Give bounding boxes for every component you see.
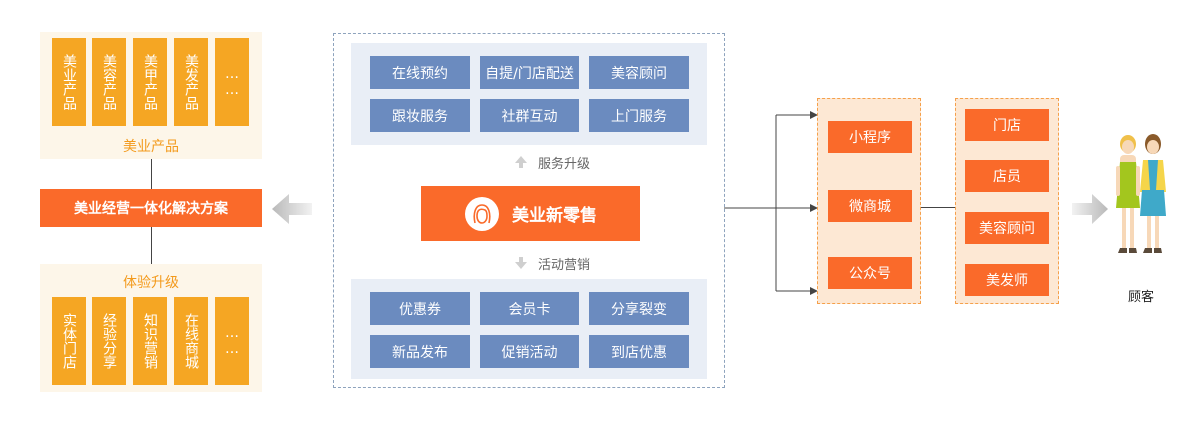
marketing-coupon: 优惠券 [370, 292, 470, 325]
upgrade-hint-label: 服务升级 [538, 156, 591, 172]
channels-touchpoints-connector [921, 207, 956, 208]
channel-mini-program: 小程序 [828, 121, 912, 153]
arrow-left-icon [272, 194, 312, 224]
channel-micro-mall: 微商城 [828, 190, 912, 222]
touchpoint-consultant: 美容顾问 [965, 212, 1049, 244]
connector-top [151, 159, 152, 189]
arrow-right-icon [1072, 194, 1108, 224]
product-tile-beauty: 美业产品 [52, 38, 86, 126]
woman-avatar-icon [465, 196, 499, 231]
product-tile-more: …… [215, 38, 249, 126]
arrow-up-icon [515, 156, 527, 168]
upgrade-hint: 服务升级 [514, 152, 590, 172]
marketing-store-discount: 到店优惠 [589, 335, 689, 368]
connector-bottom [151, 227, 152, 264]
service-online-booking: 在线预约 [370, 56, 470, 89]
experience-tile-more: …… [215, 297, 249, 385]
arrow-down-icon [515, 257, 527, 269]
customer-label: 顾客 [1127, 290, 1154, 305]
service-beauty-consultant: 美容顾问 [589, 56, 689, 89]
experience-tile-share: 经验分享 [92, 297, 126, 385]
marketing-share: 分享裂变 [589, 292, 689, 325]
touchpoint-clerk: 店员 [965, 160, 1049, 192]
solution-bar: 美业经营一体化解决方案 [40, 189, 262, 227]
product-tile-nail: 美甲产品 [133, 38, 167, 126]
experience-tile-knowledge: 知识营销 [133, 297, 167, 385]
customers-icon [1116, 134, 1166, 253]
marketing-hint: 活动营销 [514, 253, 590, 273]
brand-bar: 美业新零售 [421, 186, 640, 241]
new-retail-frame [333, 33, 725, 388]
channel-official-account: 公众号 [828, 257, 912, 289]
marketing-member-card: 会员卡 [480, 292, 579, 325]
service-pickup-delivery: 自提/门店配送 [480, 56, 579, 89]
products-caption: 美业产品 [123, 139, 179, 155]
service-makeup: 跟妆服务 [370, 99, 470, 132]
marketing-hint-label: 活动营销 [538, 257, 591, 273]
service-community: 社群互动 [480, 99, 579, 132]
product-tile-hair: 美发产品 [174, 38, 208, 126]
marketing-promotion: 促销活动 [480, 335, 579, 368]
experience-caption: 体验升级 [123, 275, 179, 291]
marketing-new-product: 新品发布 [370, 335, 470, 368]
experience-tile-store: 实体门店 [52, 297, 86, 385]
touchpoint-store: 门店 [965, 109, 1049, 141]
brand-label: 美业新零售 [512, 206, 597, 226]
channel-connectors [724, 111, 818, 295]
service-home-visit: 上门服务 [589, 99, 689, 132]
experience-tile-mall: 在线商城 [174, 297, 208, 385]
touchpoint-hairdresser: 美发师 [965, 264, 1049, 296]
product-tile-skincare: 美容产品 [92, 38, 126, 126]
